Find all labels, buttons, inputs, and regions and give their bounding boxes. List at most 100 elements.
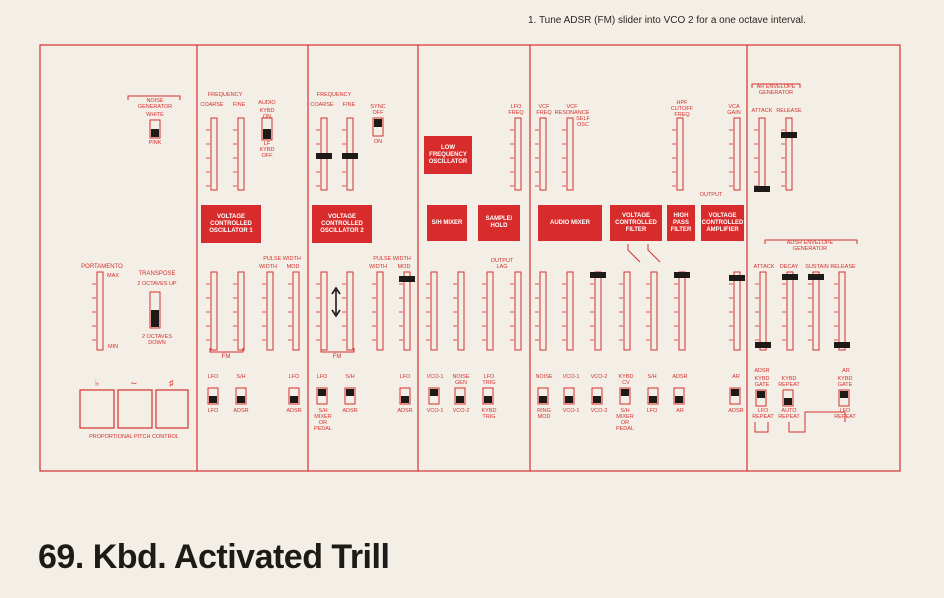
p6-kybd-gate-2: KYBD GATE [837, 376, 853, 388]
lower-slider-16[interactable] [650, 271, 658, 351]
vco1-coarse-slider[interactable] [210, 117, 218, 191]
lower-slider-11[interactable] [514, 271, 522, 351]
vco1-lf: LF [263, 141, 271, 147]
lower-slider-1[interactable] [237, 271, 245, 351]
vco2-fine-slider-knob [342, 153, 358, 159]
p5-lfo: LFO [646, 408, 658, 414]
route-switch-17-lever [784, 398, 792, 405]
transpose-switch-lever [151, 310, 159, 327]
vco1-kybd-off: KYBD OFF [259, 147, 275, 159]
lower-slider-8[interactable] [430, 271, 438, 351]
vca-block: VOLTAGE CONTROLLED AMPLIFIER [701, 205, 744, 241]
vco1-width: WIDTH [258, 264, 278, 270]
route-switch-8-lever [484, 396, 492, 403]
route-switch-6[interactable] [428, 387, 440, 405]
vco2-sync-off: SYNC OFF [370, 104, 386, 116]
vco1-lfo-3: LFO [288, 374, 300, 380]
route-switch-10-lever [565, 396, 573, 403]
vco2-coarse: COARSE [310, 102, 334, 108]
p6-adsr: ADSR [754, 368, 770, 374]
p4-kybd-trig: KYBD TRIG [481, 408, 497, 420]
lower-slider-6[interactable] [376, 271, 384, 351]
lower-slider-19[interactable] [759, 271, 767, 351]
switch-group [149, 117, 850, 407]
route-switch-17[interactable] [782, 389, 794, 407]
route-switch-4[interactable] [344, 387, 356, 405]
vco1-adsr: ADSR [233, 408, 249, 414]
hpf-slider[interactable] [676, 117, 684, 191]
lower-slider-2[interactable] [266, 271, 274, 351]
lower-slider-4[interactable] [320, 271, 328, 351]
lower-slider-22[interactable] [838, 271, 846, 351]
lower-slider-17[interactable] [678, 271, 686, 351]
vco1-lfo: LFO [207, 374, 219, 380]
portamento-slider[interactable] [96, 271, 104, 351]
route-switch-9-lever [539, 396, 547, 403]
ar-release-slider-knob [781, 132, 797, 138]
output-label: OUTPUT [699, 192, 723, 198]
route-switch-15[interactable] [729, 387, 741, 405]
transpose-switch[interactable] [149, 291, 161, 329]
route-switch-5[interactable] [399, 387, 411, 405]
vco2-mod: MOD [397, 264, 411, 270]
lower-slider-9[interactable] [457, 271, 465, 351]
route-switch-0[interactable] [207, 387, 219, 405]
route-switch-18[interactable] [838, 389, 850, 407]
p5-sh: S/H [647, 374, 657, 380]
lower-slider-20[interactable] [786, 271, 794, 351]
lower-slider-15[interactable] [623, 271, 631, 351]
vco2-block: VOLTAGE CONTROLLED OSCILLATOR 2 [312, 205, 372, 243]
route-switch-16[interactable] [755, 389, 767, 407]
route-switch-13[interactable] [647, 387, 659, 405]
vco1-audio-switch[interactable] [261, 117, 273, 141]
route-switch-12[interactable] [619, 387, 631, 405]
route-switch-8[interactable] [482, 387, 494, 405]
wave-icon: ∼ [130, 378, 138, 388]
pitch-pad-flat [79, 389, 115, 429]
vco2-adsr: ADSR [342, 408, 358, 414]
route-switch-13-lever [649, 396, 657, 403]
lower-slider-10[interactable] [486, 271, 494, 351]
p5-sh-mixer-pedal: S/H MIXER OR PEDAL [615, 408, 635, 432]
vcf-res-slider[interactable] [566, 117, 574, 191]
ar-release-slider[interactable] [785, 117, 793, 191]
noise-switch[interactable] [149, 119, 161, 139]
route-switch-7-lever [456, 396, 464, 403]
ar-attack-slider[interactable] [758, 117, 766, 191]
vco1-fine-slider[interactable] [237, 117, 245, 191]
lower-slider-13[interactable] [566, 271, 574, 351]
lower-slider-5[interactable] [346, 271, 354, 351]
route-switch-10[interactable] [563, 387, 575, 405]
route-switch-14[interactable] [673, 387, 685, 405]
route-switch-9[interactable] [537, 387, 549, 405]
route-switch-11[interactable] [591, 387, 603, 405]
lower-slider-12[interactable] [539, 271, 547, 351]
lower-slider-0[interactable] [210, 271, 218, 351]
lower-slider-3[interactable] [292, 271, 300, 351]
noise-bracket [127, 95, 181, 100]
route-switch-1[interactable] [235, 387, 247, 405]
vco2-sync-switch-lever [374, 119, 382, 127]
lower-slider-7[interactable] [403, 271, 411, 351]
vco2-sync-switch[interactable] [372, 117, 384, 137]
route-switch-2[interactable] [288, 387, 300, 405]
sample-hold-block: SAMPLE/ HOLD [478, 205, 520, 241]
pink-label: PINK [148, 140, 162, 146]
p5-adsr: ADSR [672, 374, 688, 380]
route-switch-7[interactable] [454, 387, 466, 405]
lower-slider-14[interactable] [594, 271, 602, 351]
vco2-coarse-slider-knob [316, 153, 332, 159]
lower-slider-21[interactable] [812, 271, 820, 351]
vca-gain-slider[interactable] [733, 117, 741, 191]
lower-slider-18[interactable] [733, 271, 741, 351]
route-switch-3[interactable] [316, 387, 328, 405]
lfo-freq-slider[interactable] [514, 117, 522, 191]
trill-arrow [331, 286, 341, 318]
vcf-freq-slider[interactable] [539, 117, 547, 191]
p5-vco2: VCO-2 [590, 374, 608, 380]
p6-ar: AR [842, 368, 850, 374]
p5-vco1: VCO-1 [562, 374, 580, 380]
p5-ring-mod: RING MOD [537, 408, 551, 420]
lower-slider-20-knob [782, 274, 798, 280]
